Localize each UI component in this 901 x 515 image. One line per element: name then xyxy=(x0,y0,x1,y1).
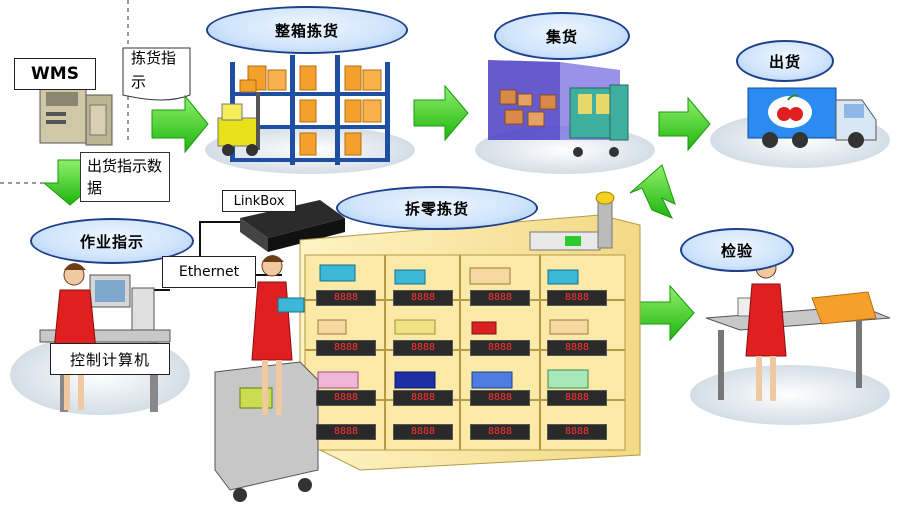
digital-display-readout: 8888 xyxy=(487,342,513,353)
arrow-wms-to-case-picking xyxy=(151,94,209,154)
wms-text: WMS xyxy=(31,64,79,84)
case-picking-label: 整箱拣货 xyxy=(274,21,339,40)
wms-server-illustration xyxy=(39,84,113,146)
digital-display: 8888 xyxy=(393,290,453,306)
control-computer-station-illustration xyxy=(39,263,171,412)
digital-display: 8888 xyxy=(316,340,376,356)
consolidation-label: 集货 xyxy=(545,27,578,46)
digital-display: 8888 xyxy=(393,390,453,406)
digital-display: 8888 xyxy=(316,290,376,306)
network-cable-linkbox xyxy=(199,221,240,268)
piece-picking-oval: 拆零拣货 xyxy=(336,186,538,230)
digital-display: 8888 xyxy=(547,290,607,306)
ship-instruction-data-label: 出货指示数据 xyxy=(80,152,170,202)
digital-display-readout: 8888 xyxy=(333,426,359,437)
pick-instruction-document xyxy=(122,47,191,101)
arrow-piece-picking-up-to-consolidation xyxy=(629,164,676,219)
linkbox-label: LinkBox xyxy=(222,190,296,212)
digital-display-readout: 8888 xyxy=(564,392,590,403)
digital-display-readout: 8888 xyxy=(410,426,436,437)
ethernet-text: Ethernet xyxy=(178,264,240,280)
delivery-truck-illustration xyxy=(747,87,877,148)
linkbox-device-illustration xyxy=(240,200,345,252)
wms-label: WMS xyxy=(14,58,96,90)
consolidation-oval: 集货 xyxy=(494,12,630,60)
digital-display-readout: 8888 xyxy=(333,292,359,303)
digital-display-readout: 8888 xyxy=(410,392,436,403)
digital-display-readout: 8888 xyxy=(564,342,590,353)
digital-display: 8888 xyxy=(547,390,607,406)
digital-display-readout: 8888 xyxy=(333,342,359,353)
case-picking-rack-illustration xyxy=(217,55,390,165)
floor-shadow-inspection xyxy=(690,365,890,425)
digital-display: 8888 xyxy=(470,424,530,440)
control-computer-label: 控制计算机 xyxy=(50,343,170,375)
inspection-label: 检验 xyxy=(720,241,753,260)
digital-display-readout: 8888 xyxy=(564,426,590,437)
case-picking-oval: 整箱拣货 xyxy=(206,6,408,54)
digital-display-readout: 8888 xyxy=(487,392,513,403)
digital-display: 8888 xyxy=(547,340,607,356)
digital-display: 8888 xyxy=(316,390,376,406)
shipping-oval: 出货 xyxy=(736,40,834,82)
digital-display-readout: 8888 xyxy=(410,342,436,353)
linkbox-text: LinkBox xyxy=(233,193,285,209)
arrow-piece-picking-to-inspection xyxy=(639,284,695,342)
consolidation-illustration xyxy=(488,60,629,157)
digital-display-readout: 8888 xyxy=(487,426,513,437)
digital-display: 8888 xyxy=(547,424,607,440)
digital-display-readout: 8888 xyxy=(564,292,590,303)
ethernet-label: Ethernet xyxy=(162,256,256,288)
digital-display-readout: 8888 xyxy=(333,392,359,403)
inspection-oval: 检验 xyxy=(680,228,794,272)
work-instruction-label: 作业指示 xyxy=(79,232,144,251)
arrow-consolidation-to-shipping xyxy=(658,96,711,152)
digital-display-readout: 8888 xyxy=(487,292,513,303)
arrow-case-to-consolidation xyxy=(413,84,469,142)
shipping-label: 出货 xyxy=(768,52,801,71)
digital-display: 8888 xyxy=(393,424,453,440)
digital-display: 8888 xyxy=(470,290,530,306)
digital-display: 8888 xyxy=(470,390,530,406)
piece-picking-label: 拆零拣货 xyxy=(404,199,469,218)
pick-instruction-label: 拣货指示 xyxy=(131,49,177,91)
digital-display: 8888 xyxy=(316,424,376,440)
control-computer-text: 控制计算机 xyxy=(69,350,150,369)
digital-display-readout: 8888 xyxy=(410,292,436,303)
digital-display: 8888 xyxy=(393,340,453,356)
digital-display: 8888 xyxy=(470,340,530,356)
